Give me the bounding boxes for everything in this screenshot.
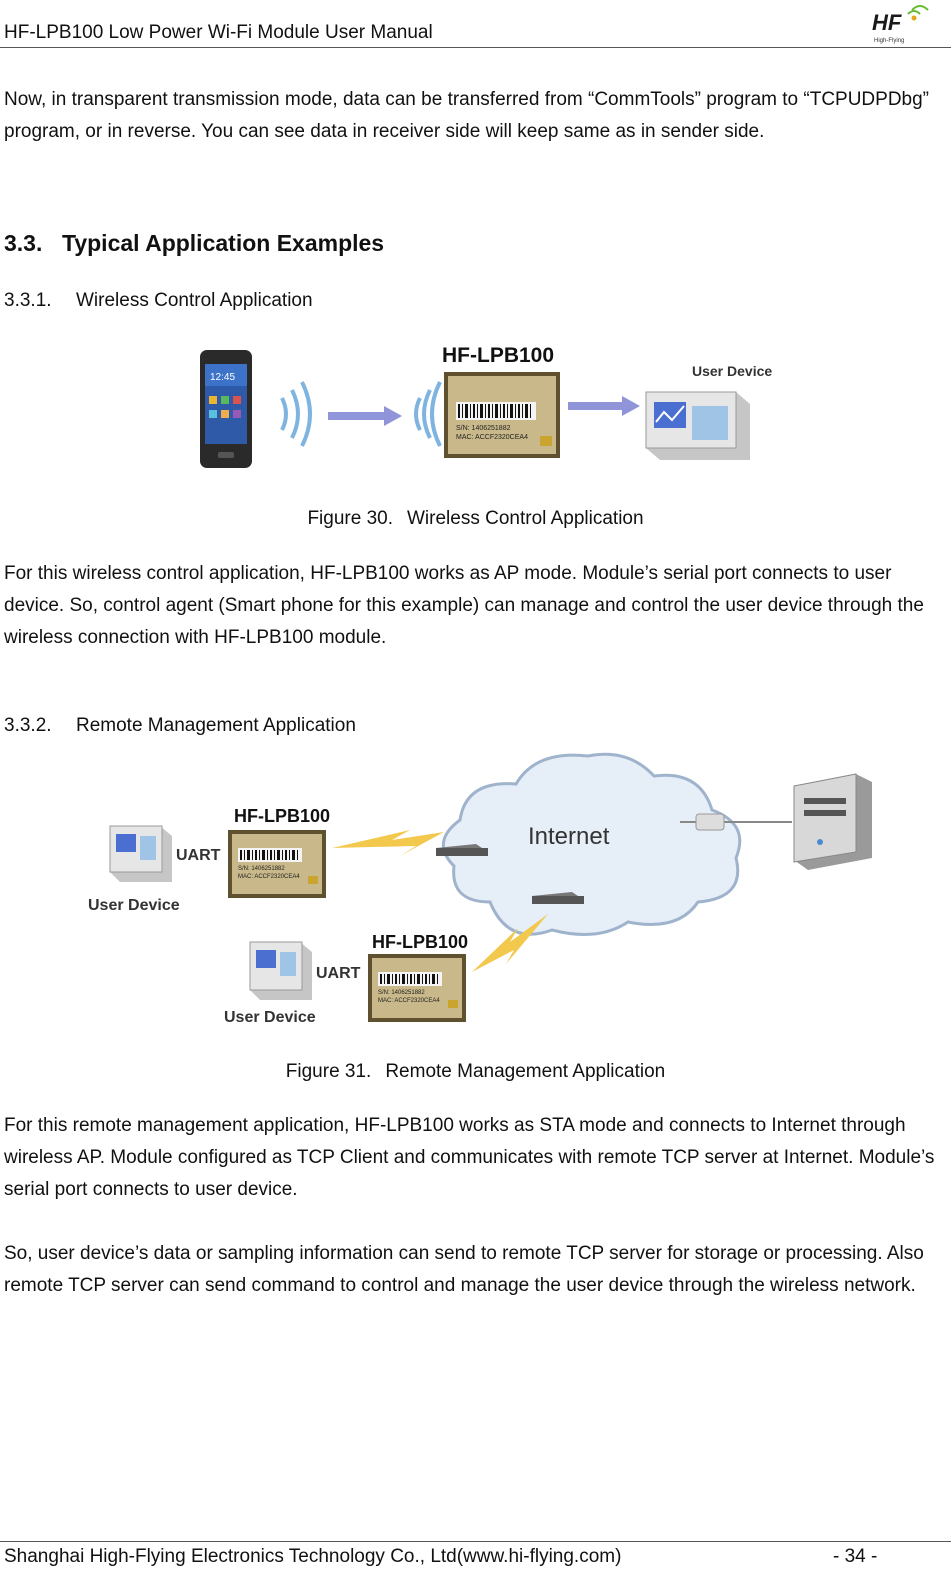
device-label: User Device <box>88 897 180 914</box>
footer-company: Shanghai High-Flying Electronics Technol… <box>4 1546 622 1567</box>
subsection-heading-1: 3.3.1. Wireless Control Application <box>4 290 313 312</box>
cloud-label: Internet <box>528 823 610 850</box>
intro-paragraph: Now, in transparent transmission mode, d… <box>4 89 930 142</box>
figure-31-title: Remote Management Application <box>385 1061 666 1082</box>
subsection-number-2: 3.3.2. <box>4 715 52 736</box>
header-rule <box>0 47 951 48</box>
chip-sn: S/N: 1406251882 <box>238 866 285 872</box>
figure-31-number: Figure 31. <box>285 1061 372 1082</box>
paragraph-wireless-control: For this wireless control application, H… <box>4 563 924 648</box>
figure-30-title: Wireless Control Application <box>407 508 644 529</box>
header-title: HF-LPB100 Low Power Wi-Fi Module User Ma… <box>4 22 433 43</box>
figure-30-caption: Figure 30. Wireless Control Application <box>0 508 951 530</box>
chip-mac: MAC: ACCF2320CEA4 <box>378 998 440 1004</box>
module-chip: S/N: 1406251882 MAC: ACCF2320CEA4 <box>444 372 560 458</box>
arrow-icon <box>328 406 402 426</box>
module-chip: S/N: 1406251882 MAC: ACCF2320CEA4 <box>228 830 326 898</box>
section-heading: 3.3. Typical Application Examples <box>4 230 384 257</box>
cable-icon <box>680 813 792 831</box>
hf-logo: HF High-Flying <box>872 5 929 44</box>
router-icon <box>436 844 488 856</box>
figure-30-number: Figure 30. <box>307 508 393 529</box>
user-device-icon <box>249 941 312 1000</box>
logo-sub: High-Flying <box>874 38 904 44</box>
uart-label: UART <box>176 847 221 864</box>
figure-30-diagram: 12:45 HF-LPB100 <box>200 344 772 468</box>
chip-mac: MAC: ACCF2320CEA4 <box>238 874 300 880</box>
footer-rule <box>0 1541 951 1542</box>
phone-time: 12:45 <box>210 372 235 383</box>
figure-31-diagram: Internet User Device UART HF-LPB100 <box>88 752 872 1026</box>
arrow-icon <box>568 396 640 416</box>
wifi-waves-icon <box>280 381 312 447</box>
subsection-title-2: Remote Management Application <box>76 715 356 736</box>
subsection-number-1: 3.3.1. <box>4 290 52 311</box>
chip-sn: S/N: 1406251882 <box>378 990 425 996</box>
wireless-link-icon <box>332 830 444 856</box>
paragraph-remote-management: For this remote management application, … <box>4 1115 935 1200</box>
device-label: User Device <box>692 363 772 379</box>
paragraph-remote-server: So, user device’s data or sampling infor… <box>4 1243 924 1296</box>
chip-mac: MAC: ACCF2320CEA4 <box>456 434 528 441</box>
module-chip: S/N: 1406251882 MAC: ACCF2320CEA4 <box>368 954 466 1022</box>
module-label: HF-LPB100 <box>372 932 468 952</box>
internet-cloud-icon: Internet <box>442 752 742 936</box>
server-icon <box>793 773 872 870</box>
figure-31-caption: Figure 31. Remote Management Application <box>0 1061 951 1083</box>
page-number: - 34 - <box>833 1546 878 1567</box>
smartphone-icon: 12:45 <box>200 350 252 468</box>
subsection-heading-2: 3.3.2. Remote Management Application <box>4 715 356 737</box>
uart-label: UART <box>316 965 361 982</box>
logo-text: HF <box>872 10 902 35</box>
module-label: HF-LPB100 <box>442 344 554 367</box>
subsection-title-1: Wireless Control Application <box>76 290 313 311</box>
user-device-icon <box>109 825 172 882</box>
device-label: User Device <box>224 1009 316 1026</box>
user-device-icon <box>645 391 750 460</box>
chip-sn: S/N: 1406251882 <box>456 425 511 432</box>
section-number: 3.3. <box>4 230 43 256</box>
section-title: Typical Application Examples <box>62 230 385 256</box>
module-label: HF-LPB100 <box>234 806 330 826</box>
router-icon <box>532 892 584 904</box>
wifi-waves-icon <box>414 381 442 447</box>
wireless-link-icon <box>472 914 548 972</box>
